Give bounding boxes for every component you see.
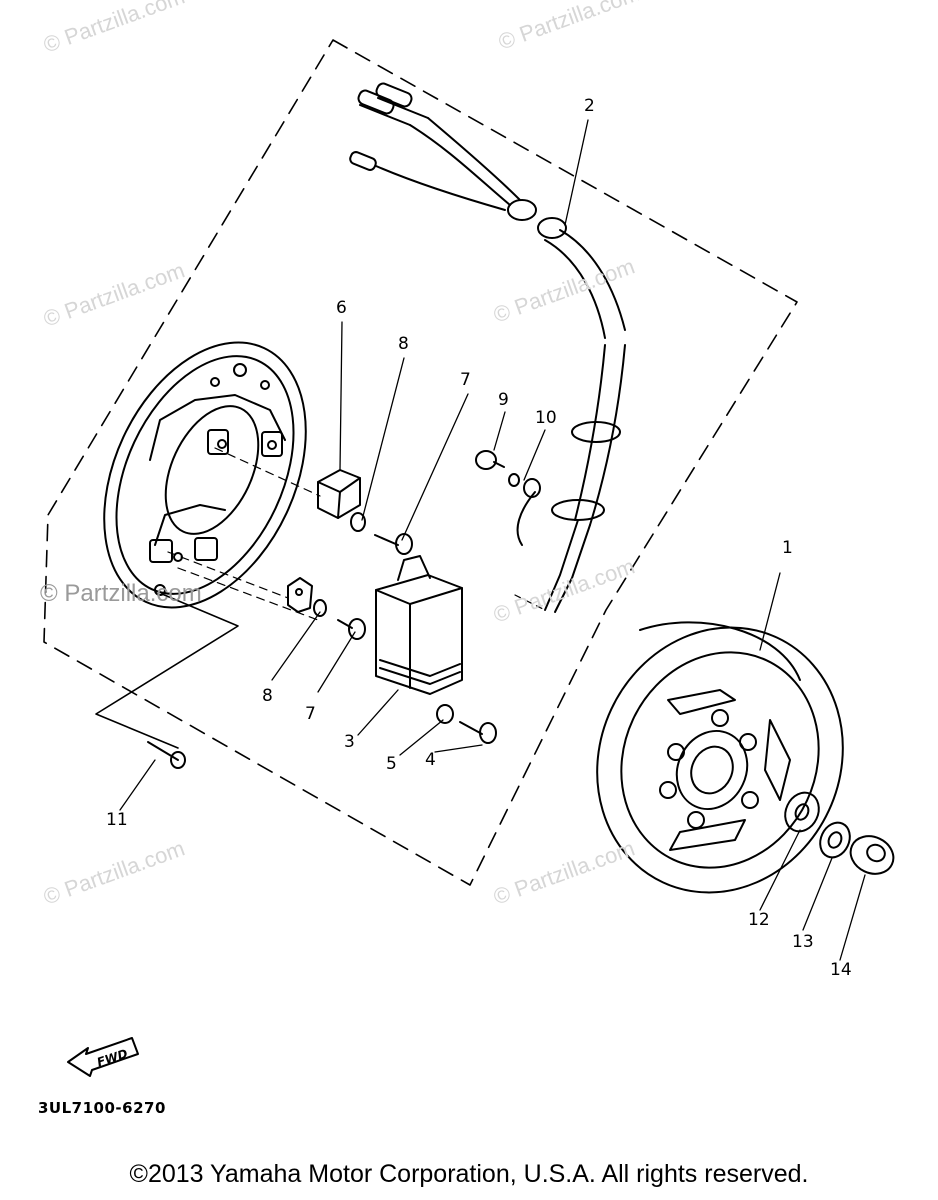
clamp-bracket — [287, 577, 313, 613]
callout-14: 14 — [830, 960, 852, 980]
callout-2: 2 — [584, 96, 595, 116]
callout-6: 6 — [336, 298, 347, 318]
callout-7b: 7 — [305, 704, 316, 724]
callout-1: 1 — [782, 538, 793, 558]
callout-8b: 8 — [262, 686, 273, 706]
callout-9: 9 — [498, 390, 509, 410]
copyright-notice: ©2013 Yamaha Motor Corporation, U.S.A. A… — [129, 1160, 809, 1188]
wire-harness — [349, 82, 626, 613]
watermark: © Partzilla.com — [40, 580, 202, 607]
stator-plate — [103, 341, 307, 609]
screw-bracket — [95, 593, 239, 749]
callout-13: 13 — [792, 932, 814, 952]
callout-5: 5 — [386, 754, 397, 774]
callout-3: 3 — [344, 732, 355, 752]
callout-7a: 7 — [460, 370, 471, 390]
flywheel — [596, 621, 844, 894]
assembly-boundary — [43, 39, 798, 886]
diagram-code: 3UL7100-6270 — [38, 1099, 166, 1117]
callout-8a: 8 — [398, 334, 409, 354]
nut — [849, 835, 895, 875]
callout-12: 12 — [748, 910, 770, 930]
source-coil — [375, 555, 463, 695]
lock-washer — [819, 821, 851, 859]
callout-10: 10 — [535, 408, 557, 428]
callout-11: 11 — [106, 810, 128, 830]
fwd-arrow-icon: FWD — [67, 1037, 139, 1077]
pulser-coil — [317, 469, 361, 519]
plain-washer — [784, 791, 820, 833]
callout-4: 4 — [425, 750, 436, 770]
